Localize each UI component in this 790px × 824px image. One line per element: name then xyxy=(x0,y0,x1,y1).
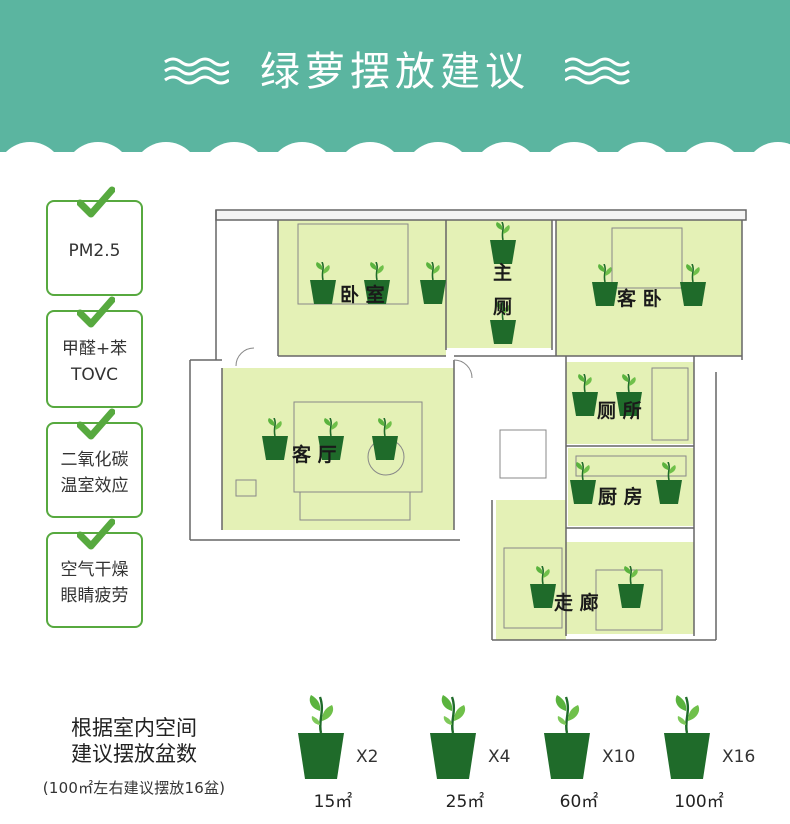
benefit-text: TOVC xyxy=(71,365,118,385)
benefit-text: 空气干燥 xyxy=(60,560,129,580)
benefit-badge-co2: 二氧化碳 温室效应 xyxy=(46,408,143,518)
benefit-text: 眼睛疲劳 xyxy=(60,586,129,606)
pot-plant-icon xyxy=(664,695,712,781)
legend-item: X10 60㎡ xyxy=(544,695,654,815)
legend-caption-note: (100㎡左右建议摆放16盆) xyxy=(42,779,226,797)
room-label-master-bath: 主 xyxy=(493,262,513,284)
legend-count: X4 xyxy=(488,747,511,767)
benefit-badge-pm25: PM2.5 xyxy=(46,186,143,296)
pot-plant-icon xyxy=(618,566,644,609)
pot-plant-icon xyxy=(420,262,446,305)
pot-plant-icon xyxy=(298,695,346,781)
legend-area: 25㎡ xyxy=(445,792,485,812)
pot-plant-icon xyxy=(430,695,478,781)
pot-plant-icon xyxy=(310,262,336,305)
room-label-guest-bedroom: 客 卧 xyxy=(617,288,662,310)
check-mark-icon xyxy=(77,408,115,440)
room-fill-areas xyxy=(222,218,742,640)
room-label-restroom: 厕 所 xyxy=(597,400,642,422)
legend-item: X2 15㎡ xyxy=(298,695,408,815)
pot-plant-icon xyxy=(572,374,598,417)
legend-count: X10 xyxy=(602,747,636,767)
legend-item: X4 25㎡ xyxy=(430,695,540,815)
benefit-badge-formaldehyde: 甲醛+苯 TOVC xyxy=(46,296,143,408)
benefit-badge-dry-air: 空气干燥 眼睛疲劳 xyxy=(46,518,143,628)
pot-plant-icon xyxy=(592,264,618,307)
legend-count: X16 xyxy=(722,747,756,767)
legend-count: X2 xyxy=(356,747,379,767)
walls xyxy=(189,209,747,641)
pot-plant-icon xyxy=(262,418,288,461)
legend-area: 15㎡ xyxy=(313,792,353,812)
legend-item: X16 100㎡ xyxy=(664,695,774,815)
wave-decoration-left-icon xyxy=(164,57,229,85)
check-mark-icon xyxy=(77,186,115,218)
floor-plan xyxy=(189,209,747,641)
room-label-corridor: 走 廊 xyxy=(554,592,599,614)
pot-plant-icon xyxy=(570,462,596,505)
benefit-text: 温室效应 xyxy=(60,476,129,496)
wave-decoration-right-icon xyxy=(565,57,630,85)
page-title: 绿萝摆放建议 xyxy=(260,49,530,95)
pot-plant-icon xyxy=(372,418,398,461)
legend-caption-line: 建议摆放盆数 xyxy=(71,742,197,766)
check-mark-icon xyxy=(77,296,115,328)
legend-caption: 根据室内空间 建议摆放盆数 (100㎡左右建议摆放16盆) xyxy=(14,715,254,798)
legend-area: 60㎡ xyxy=(559,792,599,812)
room-label-kitchen: 厨 房 xyxy=(598,486,643,508)
benefit-text: 二氧化碳 xyxy=(60,450,129,470)
legend-caption-line: 根据室内空间 xyxy=(71,716,197,740)
legend-area: 100㎡ xyxy=(674,792,724,812)
benefit-text: 甲醛+苯 xyxy=(61,339,128,359)
room-label-master-bath: 厕 xyxy=(493,296,513,318)
pot-plant-icon xyxy=(530,566,556,609)
pot-plant-icon xyxy=(680,264,706,307)
check-mark-icon xyxy=(77,518,115,550)
room-label-living-room: 客 厅 xyxy=(292,444,337,466)
pot-plant-icon xyxy=(656,462,682,505)
pot-plant-icon xyxy=(544,695,592,781)
benefit-text: PM2.5 xyxy=(68,241,121,261)
room-label-master-bedroom: 卧 室 xyxy=(340,284,385,306)
